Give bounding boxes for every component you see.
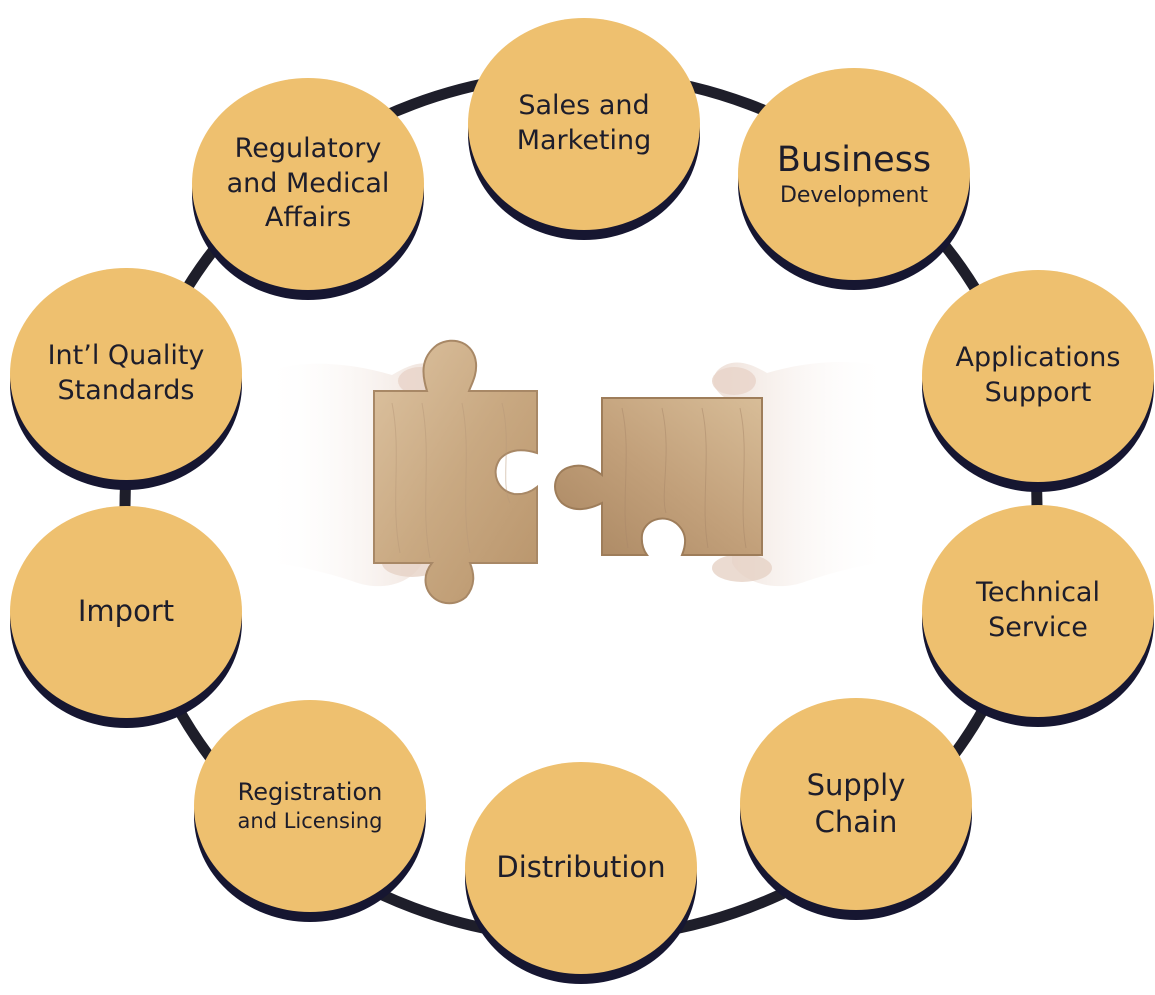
node-face: Int’l Quality Standards	[10, 268, 242, 480]
node-label-line-1: Registration	[237, 778, 383, 807]
node-label-line-3: Affairs	[264, 202, 352, 234]
node-face: Regulatory and Medical Affairs	[192, 78, 424, 290]
node-face: Supply Chain	[740, 698, 972, 910]
node-label-line-1: Technical	[976, 577, 1100, 609]
node-intl-quality-standards: Int’l Quality Standards	[10, 268, 242, 490]
puzzle-hands-image	[262, 339, 892, 605]
node-label-line-1: Distribution	[496, 850, 666, 885]
node-label-line-1: Regulatory	[234, 133, 382, 165]
node-face: Registration and Licensing	[194, 700, 426, 912]
left-puzzle-piece	[373, 339, 538, 605]
node-label-line-1: Applications	[955, 342, 1121, 374]
node-label-line-2: Service	[988, 612, 1088, 643]
node-registration-and-licensing: Registration and Licensing	[194, 700, 426, 922]
node-label-line-2: Support	[984, 377, 1092, 408]
node-face: Import	[10, 506, 242, 718]
node-sales-and-marketing: Sales and Marketing	[468, 18, 700, 240]
node-technical-service: Technical Service	[922, 505, 1154, 727]
node-face: Technical Service	[922, 505, 1154, 717]
node-face: Applications Support	[922, 270, 1154, 482]
node-label-line-1: Supply	[806, 767, 906, 802]
right-puzzle-piece	[554, 397, 763, 556]
node-label-line-2: Marketing	[516, 125, 652, 156]
node-business-development: Business Development	[738, 68, 970, 290]
node-face: Business Development	[738, 68, 970, 280]
node-face: Sales and Marketing	[468, 18, 700, 230]
node-label-line-2: Development	[779, 183, 929, 209]
node-label-line-1: Sales and	[518, 90, 650, 122]
node-label-line-2: Standards	[57, 375, 195, 406]
node-import: Import	[10, 506, 242, 728]
node-face: Distribution	[465, 762, 697, 974]
node-label-line-2: and Licensing	[237, 808, 383, 833]
node-label-line-1: Int’l Quality	[47, 340, 205, 372]
node-label-line-1: Import	[77, 594, 175, 629]
node-label-line-2: Chain	[814, 805, 898, 839]
node-distribution: Distribution	[465, 762, 697, 984]
node-label-line-1: Business	[776, 139, 932, 180]
node-regulatory-and-medical-affairs: Regulatory and Medical Affairs	[192, 78, 424, 300]
node-applications-support: Applications Support	[922, 270, 1154, 492]
node-label-line-2: and Medical	[226, 167, 390, 199]
node-supply-chain: Supply Chain	[740, 698, 972, 920]
